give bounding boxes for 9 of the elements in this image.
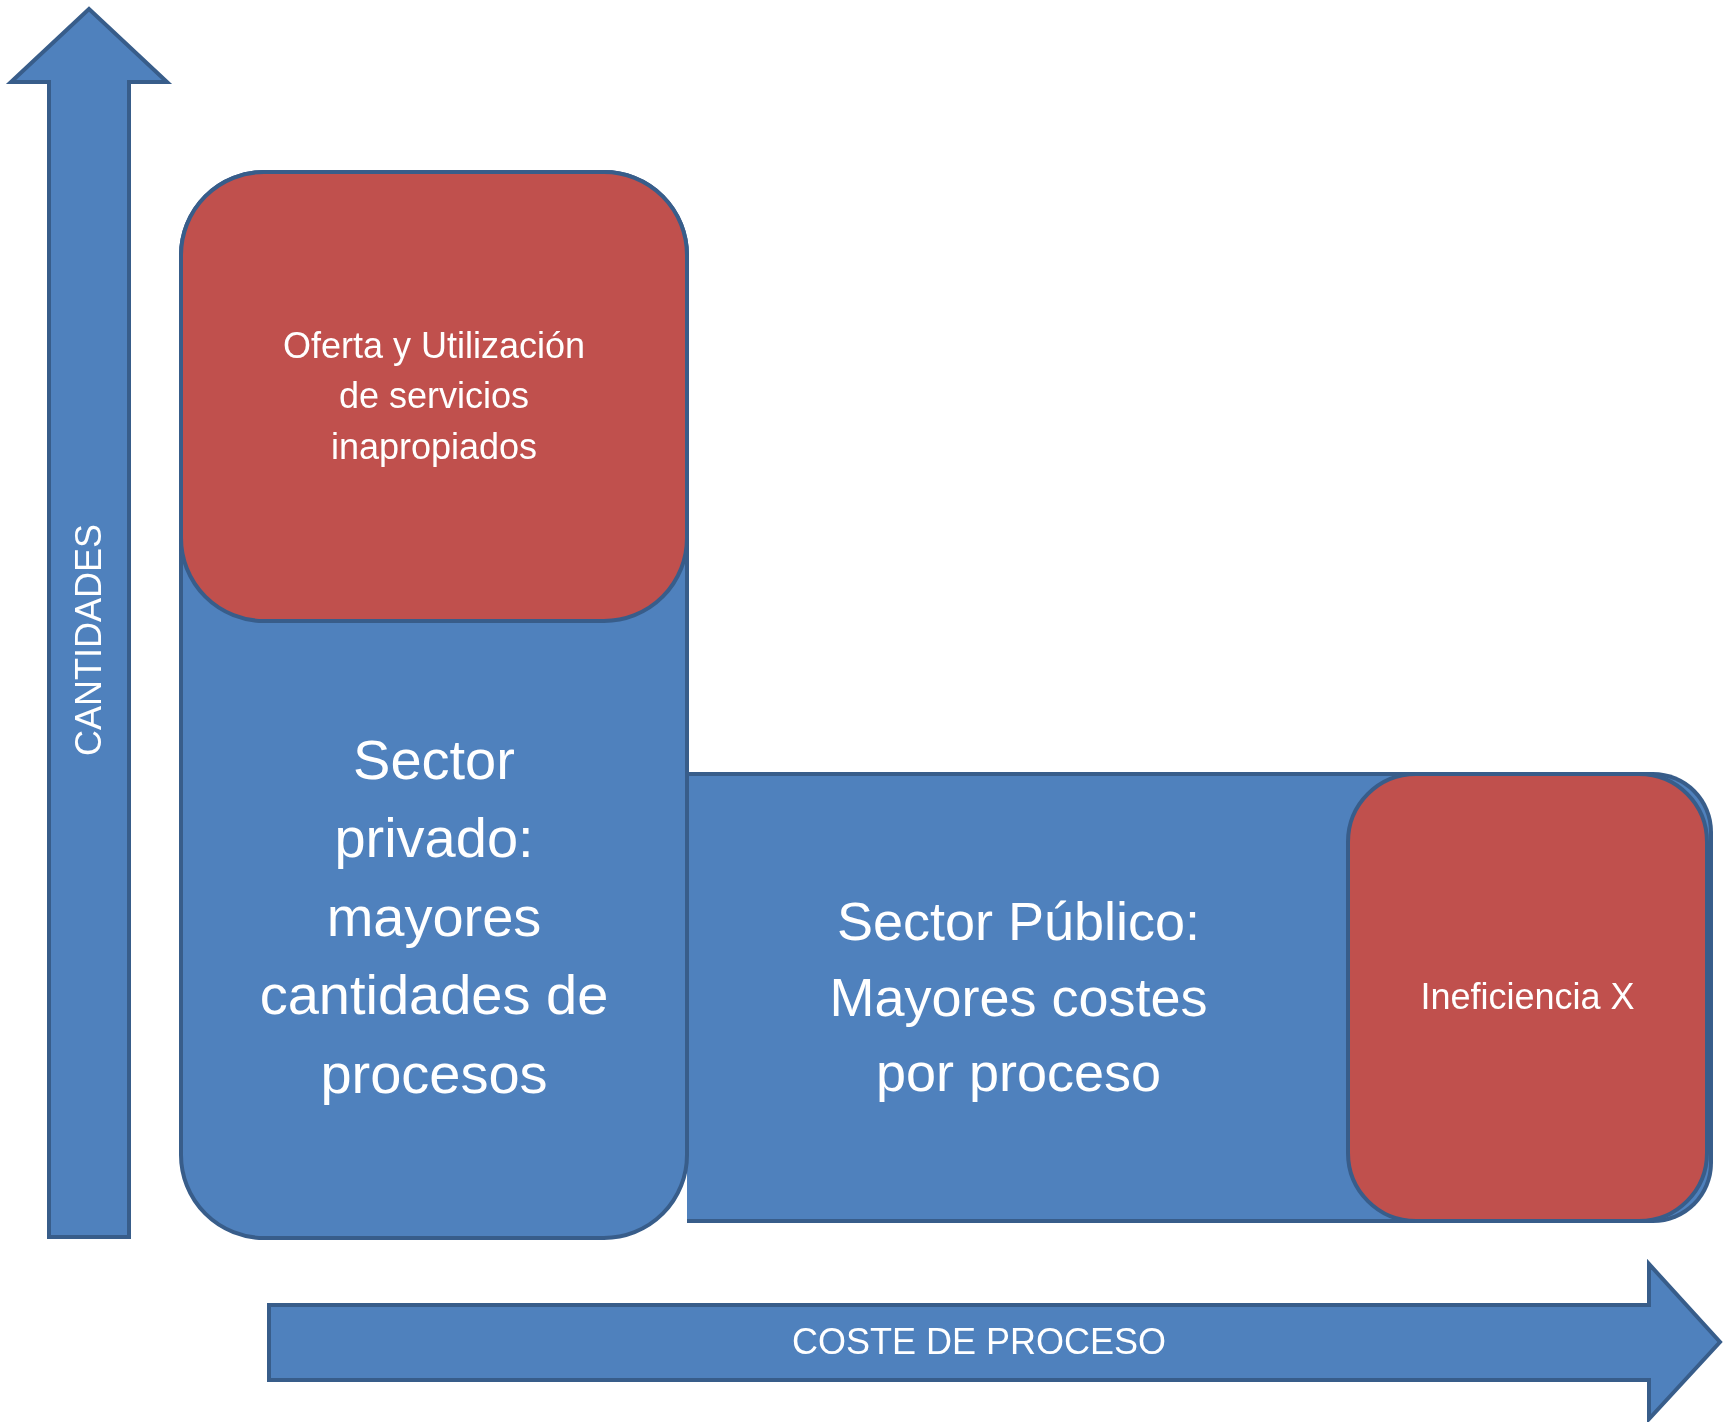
box-text: Oferta y Utilización de servicios inapropiados xyxy=(281,323,587,469)
box-text: Ineficiencia X xyxy=(1420,975,1635,1020)
axis-label: COSTE DE PROCESO xyxy=(791,1321,1167,1363)
box-text: Sector privado: mayores cantidades de procesos xyxy=(259,727,609,1107)
highlight-box xyxy=(179,170,689,623)
box-text: Sector Público: Mayores costes por proceso xyxy=(828,890,1209,1105)
sector-box xyxy=(179,170,689,1240)
sector-box xyxy=(687,772,1713,1223)
axis-label: CANTIDADES xyxy=(68,524,110,756)
